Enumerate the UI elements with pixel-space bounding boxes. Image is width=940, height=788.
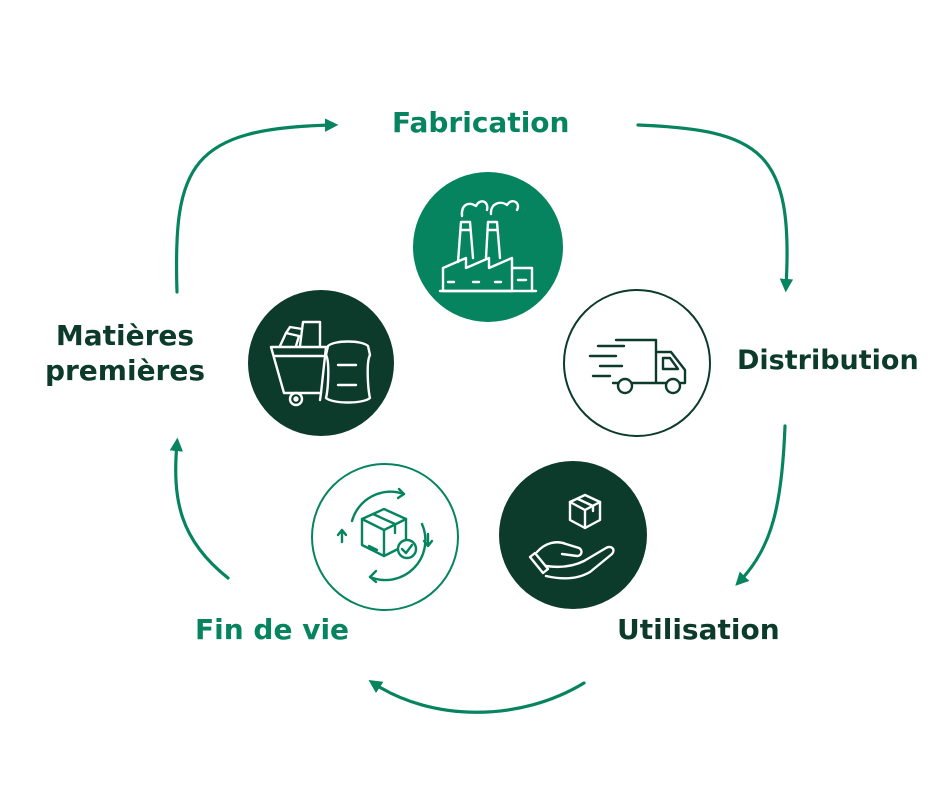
matieres-premieres-label: Matières premières [36, 318, 214, 388]
arrow-fabrication-to-distribution [636, 123, 794, 293]
fin-de-vie-label: Fin de vie [195, 613, 350, 646]
findevie-node [311, 463, 459, 611]
utilisation-label: Utilisation [617, 613, 780, 646]
distribution-node [563, 289, 711, 437]
matieres-premieres-label-line2: premières [44, 354, 206, 387]
distribution-label: Distribution [737, 345, 919, 376]
matieres-node [248, 290, 394, 436]
factory-icon [438, 200, 538, 293]
arrow-distribution-to-utilisation [735, 424, 787, 586]
fabrication-label: Fabrication [392, 106, 570, 139]
arrow-findevie-to-matieres [169, 437, 230, 580]
raw-materials-icon [269, 320, 372, 407]
arrow-matieres-to-fabrication [174, 118, 339, 294]
delivery-truck-icon [588, 338, 687, 395]
arrow-utilisation-to-findevie [368, 680, 586, 714]
recycle-box-icon [336, 487, 434, 584]
hand-box-icon [528, 493, 615, 580]
utilisation-node [499, 461, 647, 609]
fabrication-node [413, 172, 563, 322]
matieres-premieres-label-line1: Matières [55, 319, 195, 352]
